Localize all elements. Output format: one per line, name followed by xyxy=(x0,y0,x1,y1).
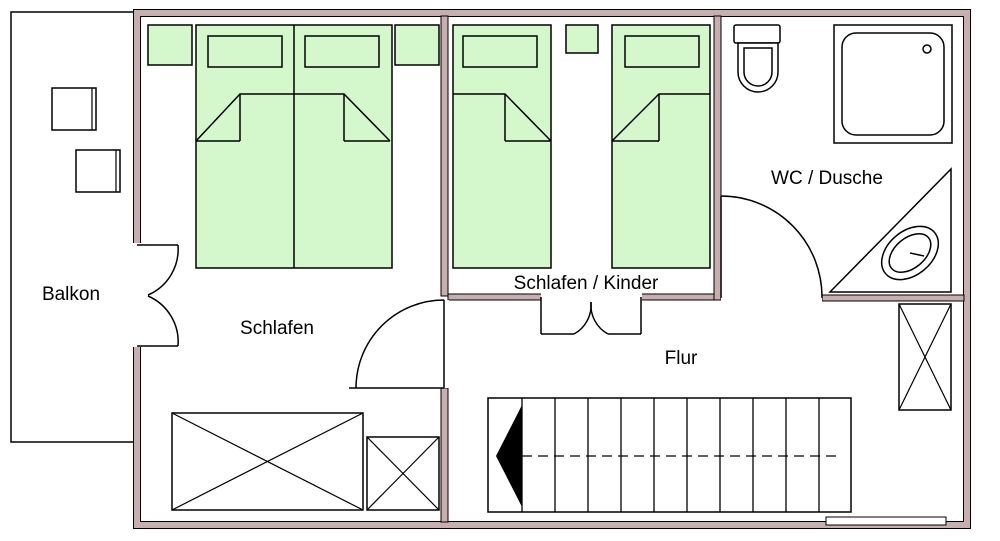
sink xyxy=(828,167,952,293)
balcony-door xyxy=(137,244,179,347)
staircase xyxy=(487,397,852,513)
cabinet xyxy=(366,436,440,511)
kids-room-door xyxy=(540,297,642,335)
bedroom-label: Schlafen xyxy=(240,318,314,339)
nightstand xyxy=(394,24,440,66)
balcony-label: Balkon xyxy=(42,284,100,305)
balcony-chair xyxy=(75,149,121,193)
single-bed xyxy=(452,24,552,269)
stair-direction-arrow-icon xyxy=(496,405,522,507)
cabinet xyxy=(898,303,952,411)
bathroom-door xyxy=(720,195,823,299)
balcony xyxy=(10,11,136,443)
balcony-chair xyxy=(51,87,97,131)
hallway-label: Flur xyxy=(665,348,698,369)
shower-tray xyxy=(833,24,953,144)
nightstand xyxy=(565,24,599,54)
walls xyxy=(131,9,971,529)
wardrobe xyxy=(171,412,364,511)
bedroom-door xyxy=(349,299,445,389)
double-bed xyxy=(195,24,393,269)
bathroom-label: WC / Dusche xyxy=(771,168,883,189)
single-bed xyxy=(611,24,711,269)
toilet xyxy=(733,24,781,93)
kids-bedroom-label: Schlafen / Kinder xyxy=(514,273,659,294)
nightstand xyxy=(147,24,193,66)
